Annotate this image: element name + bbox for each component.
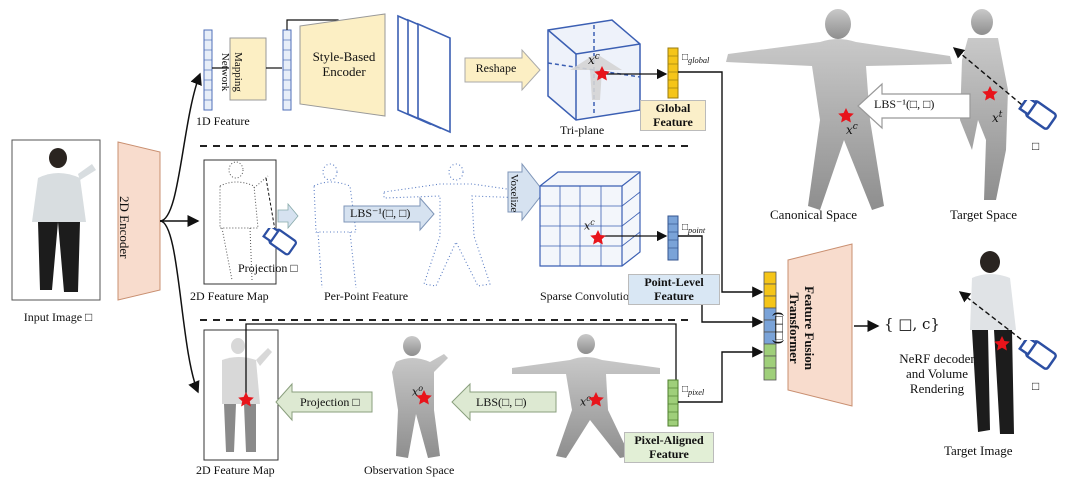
point-feature-vector [667, 215, 679, 261]
label-lbs-inverse-mid: LBS⁻¹(□, □) [350, 206, 411, 220]
label-feature-map-mid: 2D Feature Map [190, 289, 269, 303]
label-xo: xo [412, 384, 424, 399]
label-xc-bottom: xc [580, 394, 591, 409]
canonical-body [726, 9, 952, 210]
label-pixel-sub: □pixel [682, 384, 705, 397]
global-feature-vector [667, 47, 679, 99]
stacked-feature-planes [397, 14, 451, 134]
input-image [11, 139, 101, 301]
label-projection-bottom: Projection □ [300, 395, 360, 409]
voxelize-arrow [507, 162, 545, 222]
label-camera-glyph-bottom: □ [1032, 379, 1040, 393]
target-body [960, 9, 1008, 200]
label-xt: xt [992, 110, 1003, 125]
label-feature-map-bottom: 2D Feature Map [196, 463, 275, 477]
canonical-body-small [512, 334, 660, 458]
triplane-body [570, 56, 622, 100]
sample-point-stars [238, 66, 1010, 407]
label-lbs-inverse-top: LBS⁻¹(□, □) [874, 97, 935, 111]
label-camera-glyph-top: □ [1032, 139, 1040, 153]
label-projection-mid: Projection □ [238, 261, 298, 275]
latent-vector [282, 29, 292, 111]
per-point-clouds [313, 163, 529, 289]
reshape-arrow [464, 48, 541, 92]
label-canonical-space: Canonical Space [770, 207, 857, 222]
fused-tokens [763, 271, 777, 381]
feature-map-mid [203, 159, 277, 285]
label-target-space: Target Space [950, 207, 1018, 222]
label-observation-space: Observation Space [364, 463, 455, 477]
label-voxelize: Voxelize [508, 174, 520, 213]
mapping-network-block [229, 37, 267, 101]
label-xc-voxel: xc [584, 218, 595, 233]
label-lbs-bottom: LBS(□, □) [476, 395, 527, 409]
label-sigma-c: { □, c} [884, 315, 940, 333]
arrow-to-bottom [159, 220, 200, 394]
label-reshape: Reshape [475, 61, 517, 75]
fusion-transformer-block [787, 243, 853, 407]
label-triplane: Tri-plane [560, 123, 605, 137]
arrow-global-to-fusion [678, 71, 764, 298]
projection-bottom-arrow [275, 382, 373, 422]
label-sparse-conv: Sparse Convolution [540, 289, 635, 303]
ray-bottom [245, 323, 677, 400]
encoder-2d-block [117, 141, 161, 301]
label-encoder-2d: 2D Encoder [117, 196, 132, 259]
label-xc-canonical: xc [846, 122, 858, 137]
arrow-pixel-to-fusion [678, 346, 764, 403]
arrow-to-1d [159, 72, 202, 222]
label-point-sub: □point [682, 222, 706, 235]
target-image-person [970, 251, 1016, 434]
feature-1d-vector [203, 29, 213, 111]
label-input-image: Input Image □ [23, 310, 93, 324]
label-global-sub: □global [682, 52, 710, 65]
lbs-inverse-mid-arrow [343, 196, 435, 232]
style-encoder-block [299, 13, 386, 117]
lbs-inverse-top-arrow [857, 82, 971, 130]
pixel-feature-vector [667, 379, 679, 427]
observation-body [392, 336, 448, 458]
lbs-bottom-arrow [451, 382, 557, 422]
label-1d-feature: 1D Feature [196, 114, 250, 128]
label-target-image: Target Image [944, 443, 1013, 458]
label-xc-top: xc [588, 52, 600, 67]
label-per-point-feature: Per-Point Feature [324, 289, 409, 303]
